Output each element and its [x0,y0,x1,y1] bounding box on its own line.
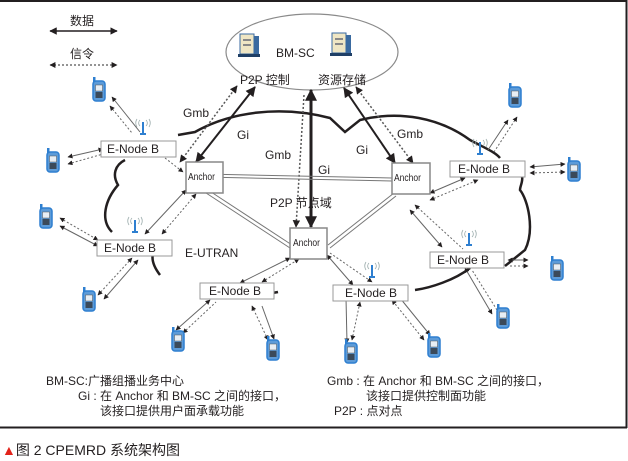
enodeb-box-5 [429,251,505,269]
gi-right-label: Gi [356,143,368,157]
p2p-control-server-icon [237,33,261,58]
p2p-domain-label: P2P 节点域 [270,196,332,210]
phone-icon [344,338,358,364]
anchor-node-3 [289,227,328,260]
footnote-bmsc: BM-SC:广播组播业务中心 [46,374,185,388]
enodeb-box-6 [449,160,526,178]
phone-icon [508,82,522,108]
gi-left-label: Gi [237,128,249,142]
enodeb-box-4 [332,284,409,302]
footnote-gi-1: Gi : 在 Anchor 和 BM-SC 之间的接口， [78,389,287,403]
storage-server-icon [329,32,353,57]
link-gi-left [195,86,256,163]
enodeb-label-6: E-Node B [458,162,511,176]
phone-icon [46,147,60,173]
footnote-gi-2: 该接口提供用户面承载功能 [100,404,245,418]
phone-icon [567,156,581,182]
figure-caption: ▲图 2 CPEMRD 系统架构图 [2,440,180,460]
antenna-icon [126,216,144,233]
p2p-links [202,173,397,249]
phone-icon [550,255,564,281]
gi-center-label: Gi [318,163,330,177]
phone-icon [92,76,106,102]
antenna-icon [363,261,381,278]
phone-icon [171,326,185,352]
anchor-node-2 [391,162,431,195]
antenna-icon [134,118,152,135]
phone-icon [82,286,96,312]
gmb-center-label: Gmb [265,148,292,162]
gmb-right-label: Gmb [397,127,424,141]
eutran-label: E-UTRAN [185,246,239,260]
anchor-label-3: Anchor [293,238,320,249]
anchor-label-2: Anchor [394,173,421,184]
phone-icon [39,203,53,229]
caption-marker-icon: ▲ [2,442,16,458]
enodeb-label-4: E-Node B [345,286,398,300]
enodeb-box-2 [96,239,173,257]
anchor-enb-links [144,157,479,286]
enodeb-box-1 [100,140,177,158]
legend-data-label: 数据 [70,14,95,28]
antenna-icon [460,229,478,246]
caption-text: 图 2 CPEMRD 系统架构图 [15,442,180,458]
enodeb-label-5: E-Node B [437,253,490,267]
anchor-label-1: Anchor [188,172,215,183]
footnote-gmb-2: 该接口提供控制面功能 [366,389,487,403]
enb-phone-links [59,96,566,344]
footnote-p2p: P2P : 点对点 [334,404,403,418]
gmb-left-label: Gmb [183,106,210,120]
enodeb-box-3 [199,282,275,300]
storage-label: 资源存储 [318,73,367,87]
legend-signal-label: 信令 [70,47,95,61]
enodeb-label-1: E-Node B [107,142,160,156]
phone-icon [266,335,280,361]
phone-icon [496,303,510,329]
phone-icon [427,332,441,358]
anchor-node-1 [185,161,224,194]
enodeb-label-2: E-Node B [104,241,157,255]
p2p-control-label: P2P 控制 [240,73,290,87]
enodeb-label-3: E-Node B [209,284,262,298]
footnote-gmb-1: Gmb : 在 Anchor 和 BM-SC 之间的接口， [327,374,550,388]
bmsc-title: BM-SC [276,46,315,60]
